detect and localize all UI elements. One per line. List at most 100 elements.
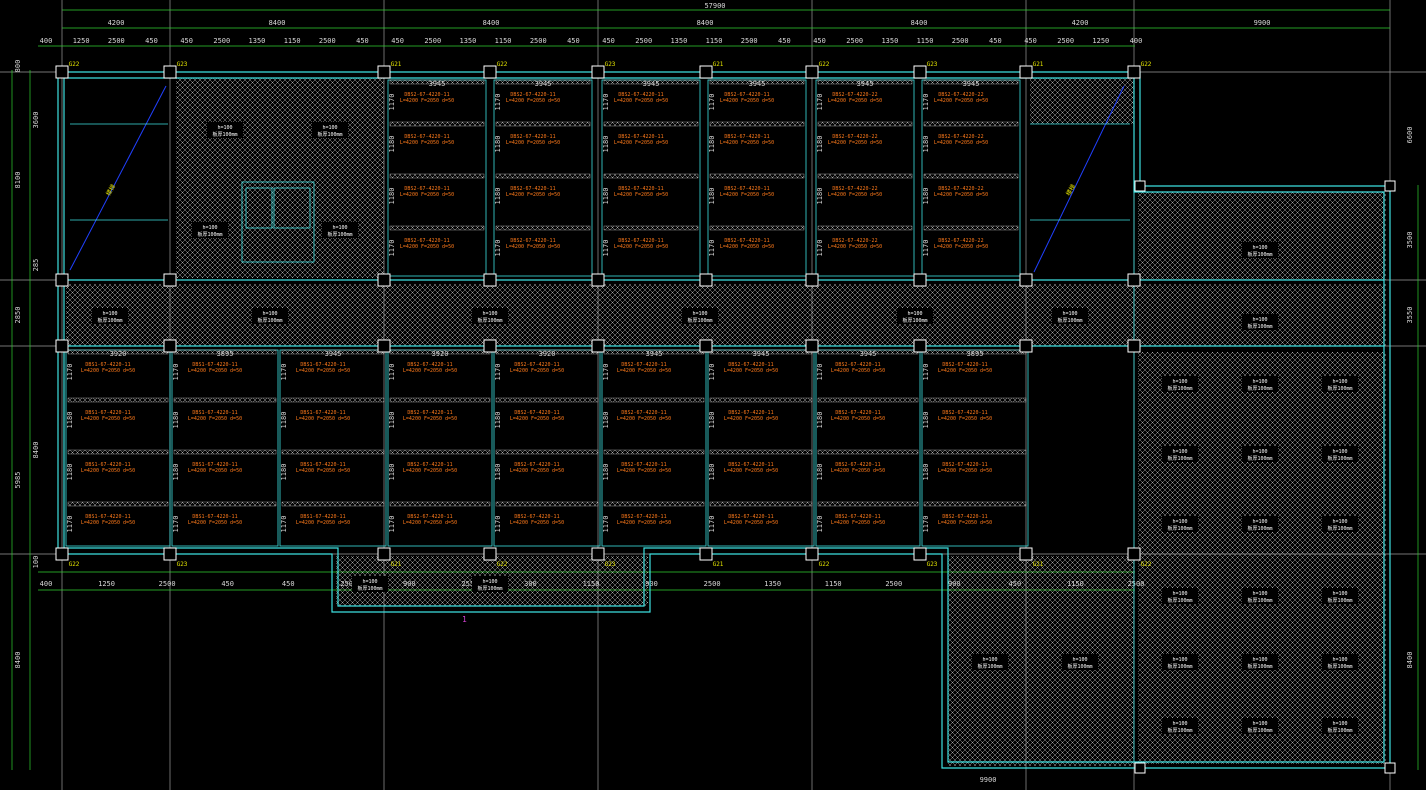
beam-tag: G22 bbox=[819, 61, 830, 68]
left-dimension-label: 8400 bbox=[32, 442, 40, 459]
precast-slab-label: DBS2-67-4220-11 bbox=[510, 238, 555, 244]
plank-joint bbox=[603, 79, 699, 85]
structural-column bbox=[913, 547, 927, 561]
sub-dimension-label: 450 bbox=[282, 580, 295, 588]
precast-slab-label: DBS2-67-4220-11 bbox=[514, 462, 559, 468]
structural-column bbox=[1019, 65, 1033, 79]
precast-slab-spec: L=4200 F=2050 d=50 bbox=[400, 192, 454, 198]
hatch-label-note: 板厚100mm bbox=[1247, 663, 1272, 670]
hatch-label-note: 板厚100mm bbox=[1327, 727, 1352, 734]
precast-slab-spec: L=4200 F=2050 d=50 bbox=[831, 520, 885, 526]
plank-joint bbox=[817, 501, 919, 507]
hatch-label-box bbox=[92, 308, 128, 324]
bay-dimension-label: 8400 bbox=[483, 19, 500, 27]
structural-column bbox=[591, 65, 605, 79]
plank-row-dimension: 1180 bbox=[922, 188, 930, 205]
precast-slab-label: DBS1-67-4220-11 bbox=[300, 410, 345, 416]
sub-dimension-label: 450 bbox=[391, 37, 404, 45]
beam-tag: G21 bbox=[391, 561, 402, 568]
precast-slab-spec: L=4200 F=2050 d=50 bbox=[831, 368, 885, 374]
hatch-label-note: 板厚100mm bbox=[1167, 597, 1192, 604]
precast-slab-spec: L=4200 F=2050 d=50 bbox=[938, 416, 992, 422]
plank-joint bbox=[603, 121, 699, 127]
precast-slab-label: DBS1-67-4220-11 bbox=[85, 362, 130, 368]
hatch-label-note: 板厚100mm bbox=[1167, 455, 1192, 462]
hatch-label-box bbox=[1162, 446, 1198, 462]
precast-slab-spec: L=4200 F=2050 d=50 bbox=[506, 244, 560, 250]
precast-slab-spec: L=4200 F=2050 d=50 bbox=[720, 244, 774, 250]
precast-slab-label: DBS2-67-4220-11 bbox=[618, 134, 663, 140]
precast-slab-label: DBS2-67-4220-11 bbox=[942, 410, 987, 416]
precast-slab-label: DBS2-67-4220-11 bbox=[404, 92, 449, 98]
plank-row-dimension: 1180 bbox=[708, 136, 716, 153]
plank-joint bbox=[709, 79, 805, 85]
sub-dimension-label: 1250 bbox=[98, 580, 115, 588]
structural-column bbox=[699, 547, 713, 561]
structural-column bbox=[699, 339, 713, 353]
precast-slab-label: DBS2-67-4220-11 bbox=[724, 92, 769, 98]
structural-column bbox=[1384, 180, 1396, 192]
plank-joint bbox=[817, 225, 913, 231]
structural-column bbox=[1134, 762, 1146, 774]
plank-row-dimension: 1180 bbox=[816, 464, 824, 481]
precast-slab-label: DBS2-67-4220-11 bbox=[835, 514, 880, 520]
sub-dimension-label: 400 bbox=[40, 37, 53, 45]
plank-row-dimension: 1170 bbox=[388, 94, 396, 111]
sub-dimension-label: 2500 bbox=[704, 580, 721, 588]
precast-slab-label: DBS1-67-4220-11 bbox=[85, 462, 130, 468]
sub-dimension-label: 400 bbox=[1130, 37, 1143, 45]
hatch-label-box bbox=[1322, 718, 1358, 734]
plank-row-dimension: 1180 bbox=[922, 136, 930, 153]
beam-tag: G23 bbox=[605, 61, 616, 68]
structural-column bbox=[55, 339, 69, 353]
plank-row-dimension: 1170 bbox=[66, 364, 74, 381]
precast-slab-spec: L=4200 F=2050 d=50 bbox=[296, 416, 350, 422]
plank-joint bbox=[495, 225, 591, 231]
structural-column bbox=[591, 273, 605, 287]
plank-joint bbox=[817, 449, 919, 455]
structural-column bbox=[1134, 180, 1146, 192]
plank-joint bbox=[709, 397, 813, 403]
plank-joint bbox=[603, 449, 705, 455]
precast-slab-spec: L=4200 F=2050 d=50 bbox=[81, 520, 135, 526]
sub-dimension-label: 2500 bbox=[108, 37, 125, 45]
precast-slab-spec: L=4200 F=2050 d=50 bbox=[510, 416, 564, 422]
plank-row-dimension: 1180 bbox=[494, 412, 502, 429]
hatch-label-thickness: h=100 bbox=[262, 311, 277, 317]
stair-label-right: 楼梯 bbox=[1064, 183, 1077, 197]
hatch-label-note: 板厚100mm bbox=[1247, 385, 1272, 392]
sub-dimension-label: 450 bbox=[567, 37, 580, 45]
precast-slab-label: DBS2-67-4220-22 bbox=[938, 92, 983, 98]
structural-column bbox=[163, 547, 177, 561]
sub-dimension-label: 2500 bbox=[1128, 580, 1145, 588]
precast-slab-label: DBS1-67-4220-11 bbox=[85, 410, 130, 416]
hatch-label-box bbox=[472, 576, 508, 592]
precast-slab-spec: L=4200 F=2050 d=50 bbox=[934, 140, 988, 146]
hatch-label-thickness: h=100 bbox=[1252, 245, 1267, 251]
precast-slab-spec: L=4200 F=2050 d=50 bbox=[938, 520, 992, 526]
hatch-label-box bbox=[207, 122, 243, 138]
precast-slab-spec: L=4200 F=2050 d=50 bbox=[506, 98, 560, 104]
plank-joint bbox=[495, 121, 591, 127]
hatch-label-box bbox=[352, 576, 388, 592]
plank-joint bbox=[389, 79, 485, 85]
hatch-label-box bbox=[1162, 654, 1198, 670]
hatch-label-thickness: h=100 bbox=[1332, 449, 1347, 455]
hatch-label-thickness: h=100 bbox=[1172, 519, 1187, 525]
hatch-label-box bbox=[1162, 718, 1198, 734]
hatch-label-box bbox=[252, 308, 288, 324]
sub-dimension-label: 450 bbox=[356, 37, 369, 45]
hatch-label-note: 板厚100mm bbox=[1327, 385, 1352, 392]
precast-slab-spec: L=4200 F=2050 d=50 bbox=[828, 192, 882, 198]
plank-row-dimension: 1170 bbox=[922, 516, 930, 533]
toilet-block bbox=[241, 181, 315, 263]
sub-dimension-label: 2500 bbox=[424, 37, 441, 45]
hatch-label-thickness: h=100 bbox=[1062, 311, 1077, 317]
hatch-label-note: 板厚100mm bbox=[197, 231, 222, 238]
beam-tag: G22 bbox=[69, 61, 80, 68]
plank-joint bbox=[709, 121, 805, 127]
beam-tag: G21 bbox=[1033, 561, 1044, 568]
sub-dimension-label: 2500 bbox=[846, 37, 863, 45]
